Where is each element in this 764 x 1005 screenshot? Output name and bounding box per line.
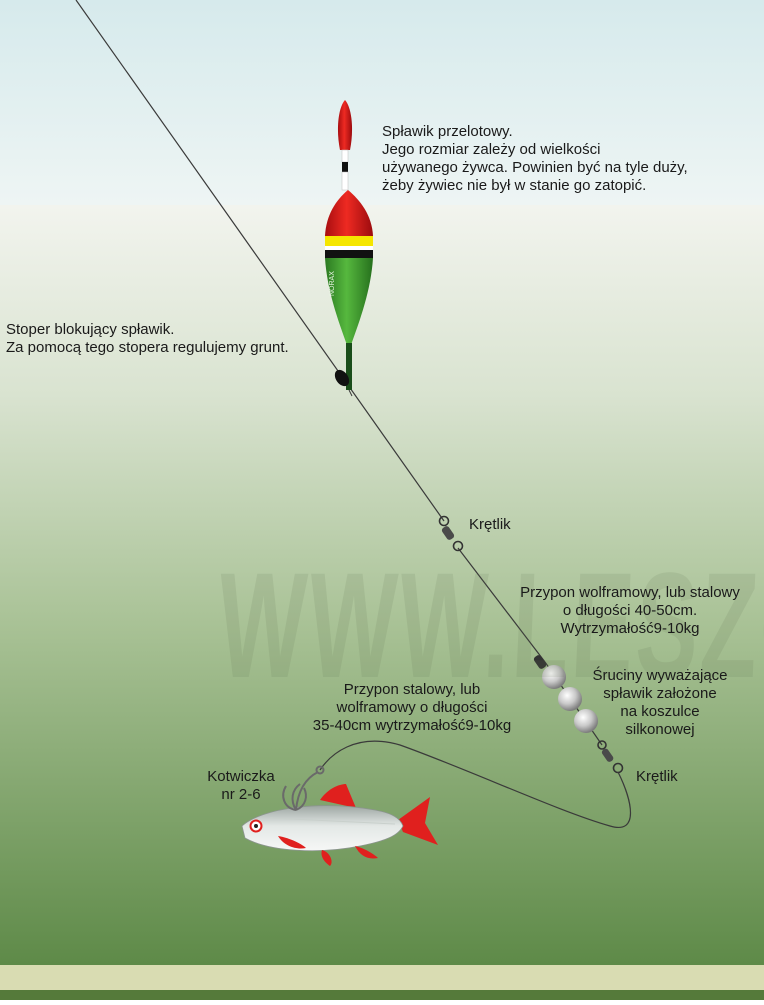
- hook-point-2: [295, 787, 307, 811]
- swivel-bottom-label: Krętlik: [636, 768, 678, 785]
- live-bait-fish: [241, 784, 438, 866]
- float-brand: NORAX: [329, 271, 336, 296]
- fish-pelvic-fin: [321, 850, 332, 866]
- steel-leader-line: [319, 740, 632, 829]
- tungsten-leader-line: [457, 547, 546, 663]
- shot-label-line: na koszulce: [620, 703, 700, 720]
- fish-lateral-line: [269, 817, 396, 825]
- treble-hook-label-line: Kotwiczka: [207, 768, 275, 785]
- shot-label-line: spławik założone: [603, 685, 717, 702]
- swivel-top-ring-2: [452, 540, 464, 552]
- tungsten-leader-label-line: Wytrzymałość9-10kg: [560, 620, 700, 637]
- steel-leader-label: Przypon stalowy, lub wolframowy o długoś…: [300, 681, 524, 735]
- float-label: Spławik przelotowy. Jego rozmiar zależy …: [382, 123, 688, 195]
- float-white-band-2: [341, 171, 349, 191]
- shot-ball-3: [574, 709, 598, 733]
- float-keel: [346, 343, 352, 390]
- shot-label: Śruciny wyważające spławik założone na k…: [585, 667, 735, 739]
- float: NORAX: [325, 100, 373, 397]
- swivel-bottom-ring-1: [597, 740, 607, 750]
- fish-tail-fin: [398, 797, 438, 845]
- main-line: [75, 0, 445, 522]
- treble-hook-label: Kotwiczka nr 2-6: [196, 768, 286, 804]
- swivel-top-barrel: [441, 526, 455, 540]
- hook-eye: [315, 765, 325, 775]
- stopper-bead: [334, 369, 350, 387]
- tungsten-leader-label: Przypon wolframowy, lub stalowy o długoś…: [509, 584, 751, 638]
- float-white-stripe: [325, 246, 373, 250]
- stopper-label-line: Stoper blokujący spławik.: [6, 321, 175, 338]
- tungsten-leader-label-line: o długości 40-50cm.: [562, 602, 698, 619]
- float-black-band: [342, 162, 348, 172]
- fish-anal-fin: [355, 846, 378, 859]
- float-tip: [337, 100, 353, 150]
- shot-ball-2: [558, 687, 582, 711]
- float-label-line: Spławik przelotowy.: [382, 123, 513, 140]
- split-shot: [533, 655, 598, 733]
- shot-label-line: Śruciny wyważające: [592, 667, 728, 684]
- shot-sleeve: [533, 655, 547, 669]
- stopper-label: Stoper blokujący spławik. Za pomocą tego…: [6, 321, 289, 357]
- lake-bottom: [0, 965, 764, 990]
- float-body-green: [325, 258, 373, 345]
- hook-point-1: [282, 785, 297, 811]
- steel-leader-label-line: Przypon stalowy, lub: [343, 681, 481, 698]
- stopper-label-line: Za pomocą tego stopera regulujemy grunt.: [6, 339, 289, 356]
- float-label-line: żeby żywiec nie był w stanie go zatopić.: [382, 177, 647, 194]
- tungsten-leader-label-line: Przypon wolframowy, lub stalowy: [520, 584, 740, 601]
- fish-pupil: [254, 824, 258, 828]
- lake-bottom-edge: [0, 990, 764, 1000]
- hook-shank: [295, 771, 319, 811]
- fish-dorsal-fin: [320, 784, 356, 808]
- sky: [0, 0, 764, 205]
- swivel-top-label: Krętlik: [469, 516, 511, 533]
- float-label-line: używanego żywca. Powinien być na tyle du…: [382, 159, 688, 176]
- float-yellow-band: [325, 236, 373, 246]
- swivel-top-ring-1: [438, 515, 450, 527]
- treble-hook: [282, 765, 325, 811]
- float-body-red: [325, 190, 373, 236]
- shot-ball-1: [542, 665, 566, 689]
- steel-leader-label-line: wolframowy o długości: [336, 699, 488, 716]
- treble-hook-label-line: nr 2-6: [221, 786, 261, 803]
- fish-pectoral-fin: [278, 836, 306, 849]
- float-white-band: [341, 149, 349, 163]
- swivel-top: [438, 515, 464, 552]
- swivel-bottom-barrel: [601, 748, 614, 762]
- steel-leader-label-line: 35-40cm wytrzymałość9-10kg: [312, 717, 512, 734]
- hook-point-3: [291, 783, 301, 811]
- float-label-line: Jego rozmiar zależy od wielkości: [382, 141, 601, 158]
- float-black-stripe: [325, 250, 373, 258]
- float-eye: [348, 389, 353, 397]
- shot-label-line: silkonowej: [625, 721, 695, 738]
